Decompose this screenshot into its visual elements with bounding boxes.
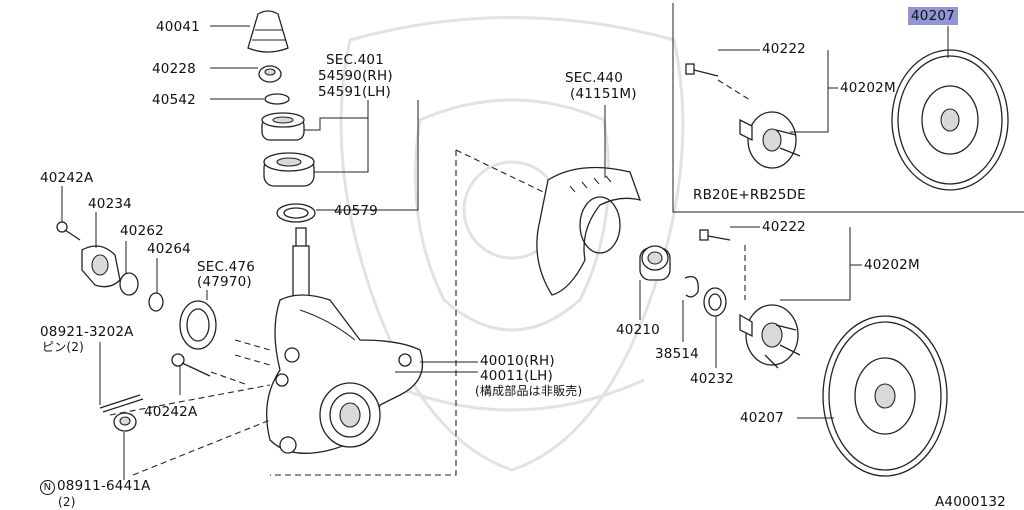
label-40242a-bottom: 40242A <box>144 404 198 420</box>
label-41151m: (41151M) <box>570 86 637 102</box>
rotor-40207-upper <box>891 49 1009 191</box>
label-40264: 40264 <box>147 241 191 257</box>
stud-40222-lower <box>699 229 731 241</box>
label-40202m-lower: 40202M <box>864 257 920 273</box>
label-08911-qty: (2) <box>58 495 76 509</box>
snap-ring-38514 <box>684 275 699 298</box>
inner-bearing <box>263 152 315 187</box>
seal-40232 <box>703 287 727 317</box>
label-08911-text: 08911-6441A <box>57 478 151 494</box>
bearing-40210 <box>639 245 671 281</box>
label-40207-lower: 40207 <box>740 410 784 426</box>
label-40232: 40232 <box>690 371 734 387</box>
label-40210: 40210 <box>616 322 660 338</box>
label-40262: 40262 <box>120 223 164 239</box>
label-40010: 40010(RH) <box>480 353 555 369</box>
label-diagram-id: A4000132 <box>935 494 1006 510</box>
nut-08911 <box>113 412 137 432</box>
label-40228: 40228 <box>152 61 196 77</box>
label-54590: 54590(RH) <box>318 68 393 84</box>
label-not-sold: (構成部品は非販売) <box>475 384 583 398</box>
bolt-40242a-bottom <box>171 353 211 377</box>
rotor-40207-lower <box>822 315 948 477</box>
collar-40262 <box>119 272 139 296</box>
label-40207-upper: 40207 <box>908 7 958 25</box>
label-40222-upper: 40222 <box>762 41 806 57</box>
label-40202m-upper: 40202M <box>840 80 896 96</box>
nut-40228 <box>258 65 282 83</box>
label-38514: 38514 <box>655 346 699 362</box>
leader-lines <box>61 25 949 480</box>
label-40234: 40234 <box>88 196 132 212</box>
steering-knuckle <box>266 227 424 454</box>
washer-40264 <box>148 292 164 312</box>
label-40041: 40041 <box>156 19 200 35</box>
label-40011: 40011(LH) <box>480 368 553 384</box>
label-pin-qty: ピン(2) <box>42 340 84 354</box>
hub-40202m-lower <box>739 304 801 369</box>
watermark-emblem <box>339 16 685 472</box>
outer-bearing <box>261 112 305 141</box>
label-sec440: SEC.440 <box>565 70 623 86</box>
sensor-rotor-47970 <box>179 300 217 350</box>
label-08921: 08921-3202A <box>40 324 134 340</box>
label-47970: (47970) <box>197 274 252 290</box>
label-engine-variant: RB20E+RB25DE <box>693 187 806 203</box>
inset-frame <box>672 3 1024 213</box>
pin-08921 <box>99 394 144 413</box>
label-40242a-top: 40242A <box>40 170 94 186</box>
hub-40202m-upper <box>739 111 801 169</box>
n-marker: N <box>40 480 55 495</box>
label-40222-lower: 40222 <box>762 219 806 235</box>
label-sec476: SEC.476 <box>197 259 255 275</box>
dust-cap-40041 <box>247 10 289 53</box>
bolt-40242a-top <box>56 221 81 241</box>
abs-sensor-40234 <box>81 245 121 288</box>
backing-plate-41151m <box>536 166 642 296</box>
highlighted-part-number: 40207 <box>908 7 958 25</box>
label-40542: 40542 <box>152 92 196 108</box>
label-40579: 40579 <box>334 203 378 219</box>
stud-40222-upper <box>685 63 719 77</box>
seal-40579 <box>276 203 316 223</box>
label-sec401: SEC.401 <box>326 52 384 68</box>
washer-40542 <box>264 93 290 105</box>
label-54591: 54591(LH) <box>318 84 391 100</box>
